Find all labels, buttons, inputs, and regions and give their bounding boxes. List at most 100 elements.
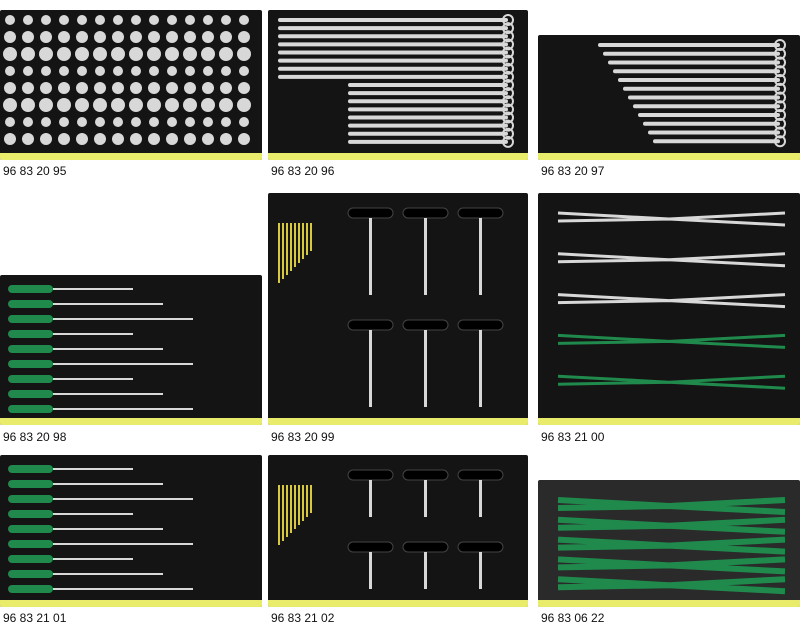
socket-icon [239,15,249,25]
socket-icon [238,31,250,43]
socket-icon [5,15,15,25]
socket-icon [113,117,123,127]
socket-icon [184,31,196,43]
hex-key-icon [306,223,308,255]
socket-icon [184,82,196,94]
socket-icon [130,31,142,43]
wrench-icon [348,107,508,112]
socket-icon [93,47,107,61]
socket-icon [59,66,69,76]
socket-icon [113,66,123,76]
screwdriver-shaft-icon [53,588,193,590]
socket-icon [167,15,177,25]
product-code: 96 83 21 02 [271,611,335,625]
socket-icon [185,66,195,76]
pliers-set-image [557,497,786,595]
tray-96-83-20-99[interactable] [268,193,528,425]
socket-icon [185,117,195,127]
socket-icon [130,133,142,145]
wrench-head-icon [502,22,514,35]
screwdriver-handle-icon [8,540,53,548]
tray-96-83-20-98[interactable] [0,275,262,425]
t-shaft-icon [479,552,482,589]
socket-icon [75,98,89,112]
t-handle-icon [402,319,449,331]
socket-icon [76,31,88,43]
socket-icon [3,98,17,112]
pliers-icon [557,516,786,535]
tray-96-83-20-96[interactable] [268,10,528,160]
hex-key-icon [298,223,300,263]
tray-96-83-21-02[interactable] [268,455,528,607]
socket-icon [94,133,106,145]
socket-icon [41,66,51,76]
socket-icon [203,15,213,25]
socket-icon [95,15,105,25]
wrench-icon [628,95,780,100]
screwdriver-shaft-icon [53,498,193,500]
t-handle-icon [347,207,394,219]
wrench-head-icon [502,46,514,59]
wrench-head-icon [774,56,786,69]
tray-96-83-20-95[interactable] [0,10,262,160]
screwdriver-handle-icon [8,585,53,593]
socket-icon [59,15,69,25]
wrench-set-image [278,14,514,148]
hex-key-icon [310,485,312,513]
wrench-icon [633,104,780,109]
wrench-icon [348,123,508,128]
socket-icon [76,133,88,145]
socket-set-image [3,15,251,145]
wrench-icon [278,42,508,47]
socket-icon [57,98,71,112]
socket-icon [76,82,88,94]
socket-icon [165,98,179,112]
t-shaft-icon [369,552,372,589]
socket-icon [167,117,177,127]
hex-key-icon [290,223,292,271]
hex-key-icon [282,223,284,279]
screwdriver-shaft-icon [53,483,163,485]
pliers-icon [557,252,786,268]
screwdriver-handle-icon [8,510,53,518]
tray-96-83-21-00[interactable] [538,193,800,425]
hex-key-icon [282,485,284,541]
socket-icon [5,66,15,76]
wrench-icon [348,115,508,120]
t-handle-icon [347,541,394,553]
socket-icon [237,98,251,112]
product-code: 96 83 21 01 [3,611,67,625]
t-handle-icon [457,207,504,219]
socket-icon [40,82,52,94]
screwdriver-shaft-icon [53,528,163,530]
wrench-head-icon [502,119,514,132]
socket-icon [220,133,232,145]
socket-icon [221,66,231,76]
tray-96-83-06-22[interactable] [538,480,800,607]
socket-icon [219,98,233,112]
wrench-head-icon [502,127,514,140]
tray-96-83-20-97[interactable] [538,35,800,160]
screwdriver-handle-icon [8,480,53,488]
socket-icon [3,47,17,61]
screwdriver-shaft-icon [53,393,163,395]
screwdriver-handle-icon [8,495,53,503]
hex-key-icon [286,485,288,537]
wrench-icon [348,83,508,87]
socket-icon [166,133,178,145]
t-handle-icon [457,541,504,553]
pliers-icon [557,497,786,515]
screwdriver-handle-icon [8,465,53,473]
t-shaft-icon [424,218,427,295]
product-code: 96 83 20 97 [541,164,605,178]
t-handle-icon [402,469,449,481]
screwdriver-handle-icon [8,570,53,578]
t-shaft-icon [479,330,482,407]
tray-96-83-21-01[interactable] [0,455,262,607]
pliers-icon [557,536,786,555]
socket-icon [77,117,87,127]
socket-icon [131,117,141,127]
screwdriver-shaft-icon [53,408,193,410]
socket-icon [94,31,106,43]
socket-icon [111,47,125,61]
